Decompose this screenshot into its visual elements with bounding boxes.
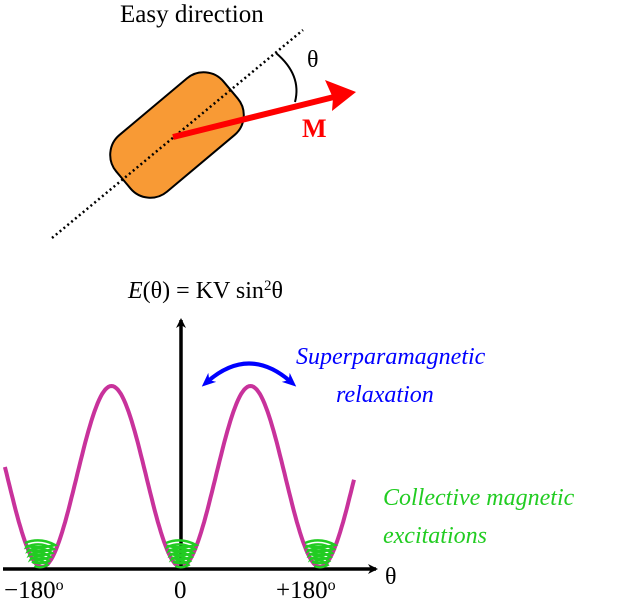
excitation-squiggle — [303, 539, 339, 569]
relaxation-arrow — [201, 361, 297, 387]
magnetization-label: M — [302, 114, 327, 143]
superparamagnetic-label-line1: Superparamagnetic — [296, 344, 486, 370]
theta-label: θ — [307, 47, 319, 73]
easy-direction-label: Easy direction — [120, 1, 264, 28]
energy-formula: E(θ) = KV sin2θ — [127, 278, 283, 304]
excitation-squiggle — [164, 539, 200, 569]
easy-axis-line — [51, 29, 304, 239]
magnetization-arrow — [172, 80, 356, 140]
x-axis-label: θ — [385, 564, 397, 590]
collective-label-line1: Collective magnetic — [383, 485, 575, 511]
tick-minus-180: −180o — [4, 577, 64, 603]
collective-label-line2: excitations — [383, 523, 487, 549]
excitation-squiggles — [23, 539, 339, 569]
excitation-squiggle — [23, 539, 59, 569]
superparamagnetic-label-line2: relaxation — [336, 382, 434, 408]
tick-plus-180: +180o — [276, 577, 336, 603]
theta-angle-arc — [275, 52, 298, 103]
tick-zero: 0 — [174, 577, 187, 603]
